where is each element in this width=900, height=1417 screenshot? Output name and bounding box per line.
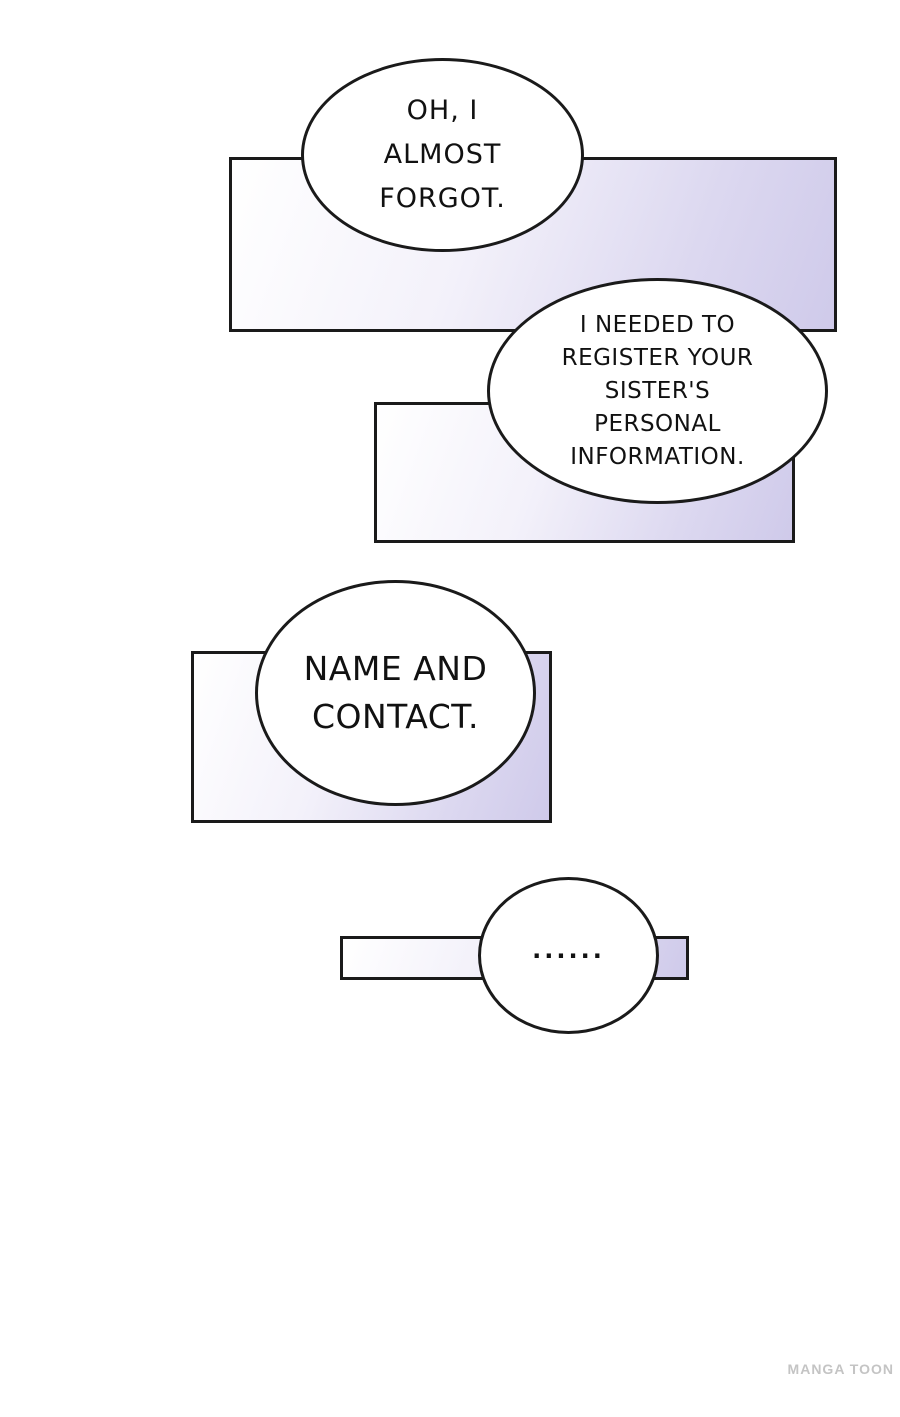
- speech-bubble-1: OH, I ALMOST FORGOT.: [301, 58, 584, 252]
- speech-bubble-3: NAME AND CONTACT.: [255, 580, 536, 806]
- speech-bubble-4: ......: [478, 877, 659, 1034]
- speech-bubble-1-text: OH, I ALMOST FORGOT.: [379, 95, 506, 214]
- speech-bubble-3-text: NAME AND CONTACT.: [303, 649, 488, 736]
- watermark-logo: MANGA TOON: [787, 1361, 894, 1377]
- speech-bubble-2-text: I NEEDED TO REGISTER YOUR SISTER'S PERSO…: [561, 311, 754, 470]
- speech-bubble-2: I NEEDED TO REGISTER YOUR SISTER'S PERSO…: [487, 278, 828, 504]
- speech-bubble-4-text: ......: [532, 935, 605, 964]
